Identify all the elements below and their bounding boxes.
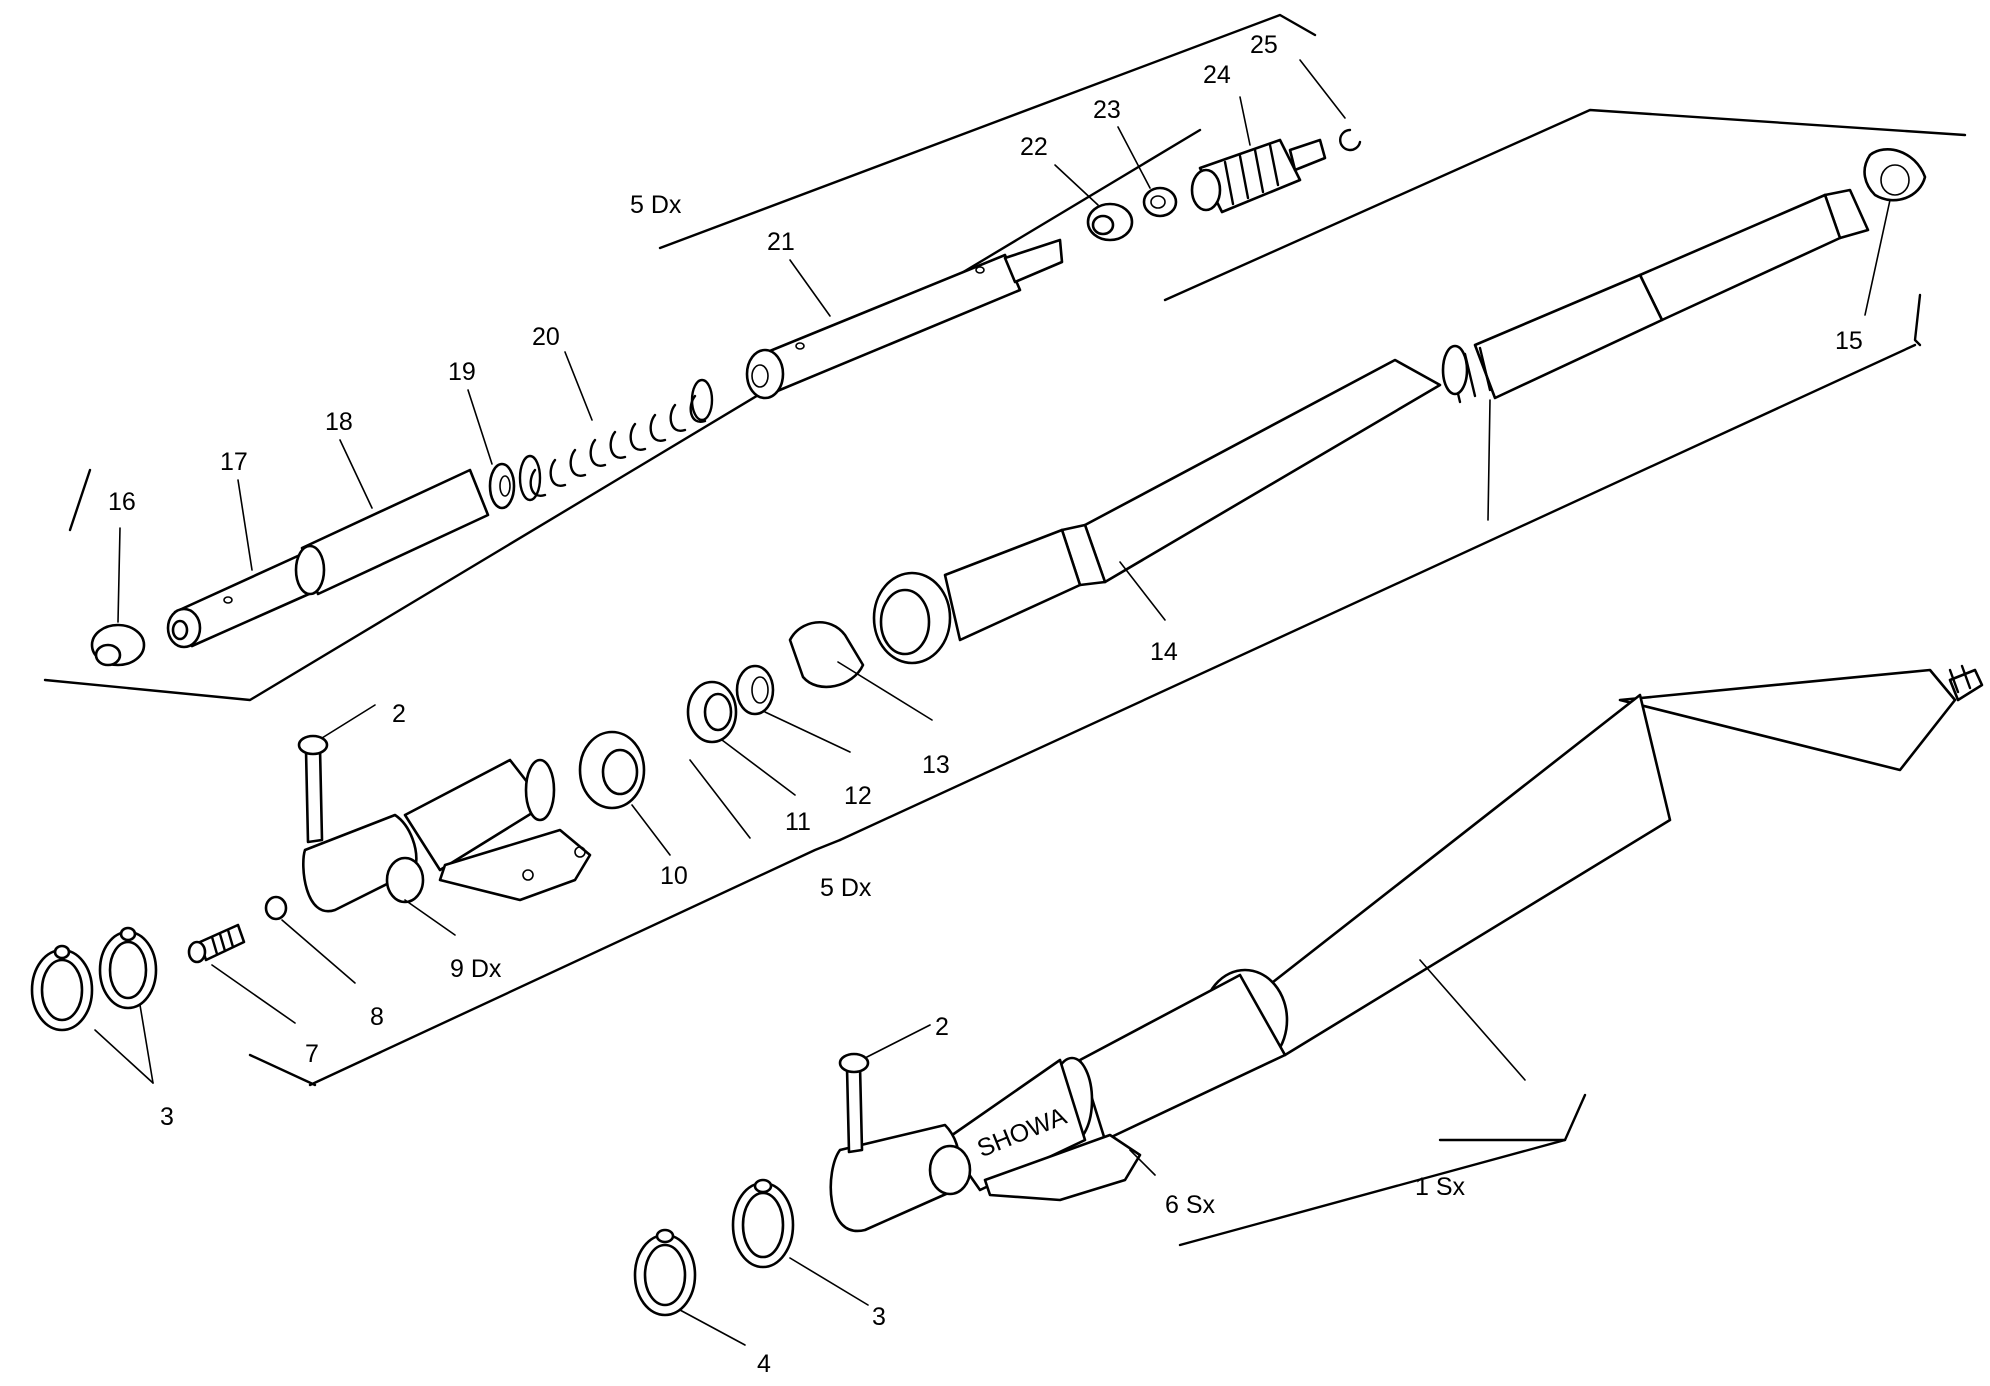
part-7-screw[interactable] [187,923,246,964]
label-1-sx: 1 Sx [1415,1173,1466,1201]
part-9-slider[interactable] [302,758,592,913]
label-22: 22 [1020,133,1048,161]
label-5-dx-middle: 5 Dx [820,874,872,902]
part-1-fork-leg[interactable]: SHOWA [829,664,1984,1233]
label-2-upper: 2 [392,700,406,728]
label-17: 17 [220,448,248,476]
label-2-lower: 2 [935,1013,949,1041]
part-23-washer[interactable] [1142,186,1178,218]
label-12: 12 [844,782,872,810]
bracket-group-5-middle [248,108,1967,1087]
part-4-clamp[interactable] [633,1228,697,1317]
label-13: 13 [922,751,950,779]
label-3-lower: 3 [872,1303,886,1331]
part-15-guide-bushing[interactable] [1863,148,1927,202]
label-9-dx: 9 Dx [450,955,502,983]
part-22-seal[interactable] [1086,202,1134,242]
label-25: 25 [1250,31,1278,59]
part-18-tube[interactable] [294,468,490,596]
part-13-bushing[interactable] [788,620,865,689]
part-14-outer-tube[interactable] [872,188,1870,665]
label-3-left: 3 [160,1103,174,1131]
part-16-bushing[interactable] [90,623,146,667]
part-11-seal[interactable] [686,680,738,744]
label-23: 23 [1093,96,1121,124]
label-19: 19 [448,358,476,386]
label-11: 11 [785,808,811,836]
label-14: 14 [1150,638,1178,666]
label-15: 15 [1835,327,1863,355]
label-8: 8 [370,1003,384,1031]
label-4: 4 [757,1350,771,1378]
part-12-ring[interactable] [735,664,775,716]
label-24: 24 [1203,61,1231,89]
label-6-sx: 6 Sx [1165,1191,1216,1219]
part-3-clamps-left[interactable] [30,926,158,1032]
label-10: 10 [660,862,688,890]
part-20-spring[interactable] [518,378,714,502]
label-7: 7 [305,1040,319,1068]
leader-lines [94,59,1891,1346]
label-16: 16 [108,488,136,516]
part-21-cartridge[interactable] [745,238,1064,400]
label-18: 18 [325,408,353,436]
label-5-dx-upper: 5 Dx [630,191,682,219]
part-24-damper-valve[interactable] [1190,138,1327,214]
part-2-bolt-lower[interactable] [838,1052,870,1154]
label-21: 21 [767,228,795,256]
part-8-washer[interactable] [264,895,288,921]
part-25-circlip[interactable] [1339,128,1362,152]
part-2-bolt-upper[interactable] [297,734,329,844]
part-10-dust-seal[interactable] [578,730,646,810]
part-labels: 16 17 18 19 20 5 Dx 21 22 23 24 25 15 14… [108,31,1863,1378]
label-20: 20 [532,323,560,351]
part-19-washer[interactable] [488,462,516,510]
bracket-group-1 [1178,1093,1587,1247]
part-3-clamp-lower[interactable] [731,1178,795,1269]
